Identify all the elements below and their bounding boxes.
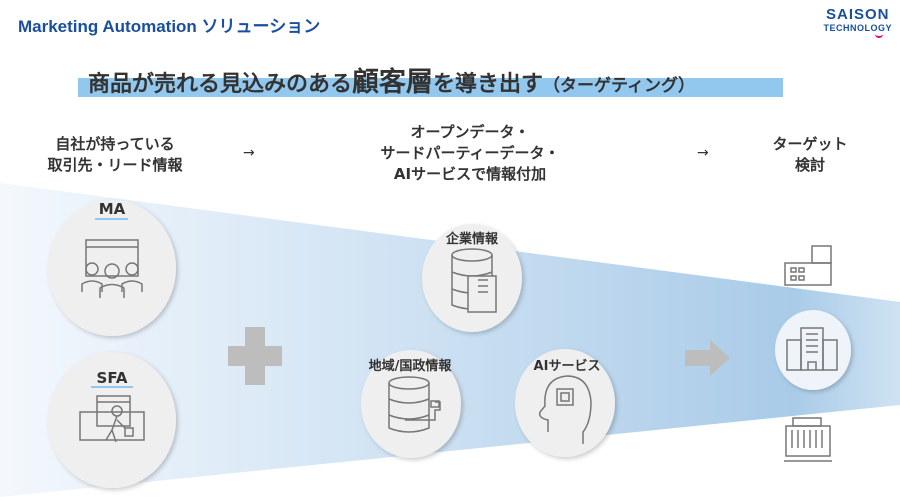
corporate-label: 企業情報 <box>445 231 499 247</box>
headline-suffix: （ターゲティング） <box>543 76 696 96</box>
ma-label: MA <box>99 200 126 218</box>
ma-circle <box>48 200 176 336</box>
arrow-1: → <box>243 145 255 161</box>
users-icon <box>81 239 143 298</box>
step-line: 取引先・リード情報 <box>47 156 183 174</box>
regional-label: 地域/国政情報 <box>369 358 453 374</box>
step-line: AIサービスで情報付加 <box>393 165 547 183</box>
logo-line2: TECHNOLOGY <box>823 23 892 33</box>
step-line: 自社が持っている <box>55 135 175 153</box>
right-arrow-icon <box>685 340 730 376</box>
database-building-icon <box>451 248 497 313</box>
ai-head-icon <box>538 375 592 444</box>
logo-smile-icon <box>875 32 884 38</box>
saison-technology-logo: SAISON TECHNOLOGY <box>823 6 892 38</box>
page-title: Marketing Automation ソリューション <box>18 17 321 36</box>
sfa-label: SFA <box>97 369 128 387</box>
sfa-circle <box>48 352 176 488</box>
step-line: 検討 <box>794 156 825 174</box>
funnel-shape <box>0 183 900 497</box>
ai-label: AIサービス <box>534 358 601 374</box>
step-line: サードパーティーデータ・ <box>380 144 560 162</box>
headline: 商品が売れる見込みのある顧客層を導き出す（ターゲティング） <box>88 60 695 99</box>
step-target: ターゲット 検討 <box>750 134 870 176</box>
highrise-building-icon <box>786 327 838 371</box>
department-store-icon <box>784 417 832 462</box>
database-map-icon <box>388 376 441 433</box>
arrow-2: → <box>697 145 709 161</box>
office-building-icon <box>784 245 832 286</box>
salesperson-icon <box>79 395 145 443</box>
headline-part1: 商品が売れる見込みのある <box>88 72 353 97</box>
ai-circle <box>515 349 615 457</box>
headline-emphasis: 顧客層 <box>352 67 434 98</box>
headline-highlight <box>78 78 783 97</box>
headline-part2: を導き出す <box>433 72 544 97</box>
step-line: オープンデータ・ <box>410 123 530 141</box>
logo-line1: SAISON <box>825 6 890 23</box>
step-own-data: 自社が持っている 取引先・リード情報 <box>20 134 210 176</box>
plus-icon <box>228 327 282 385</box>
step-enrich: オープンデータ・ サードパーティーデータ・ AIサービスで情報付加 <box>330 122 610 185</box>
step-line: ターゲット <box>772 135 848 153</box>
regional-circle <box>361 350 461 458</box>
